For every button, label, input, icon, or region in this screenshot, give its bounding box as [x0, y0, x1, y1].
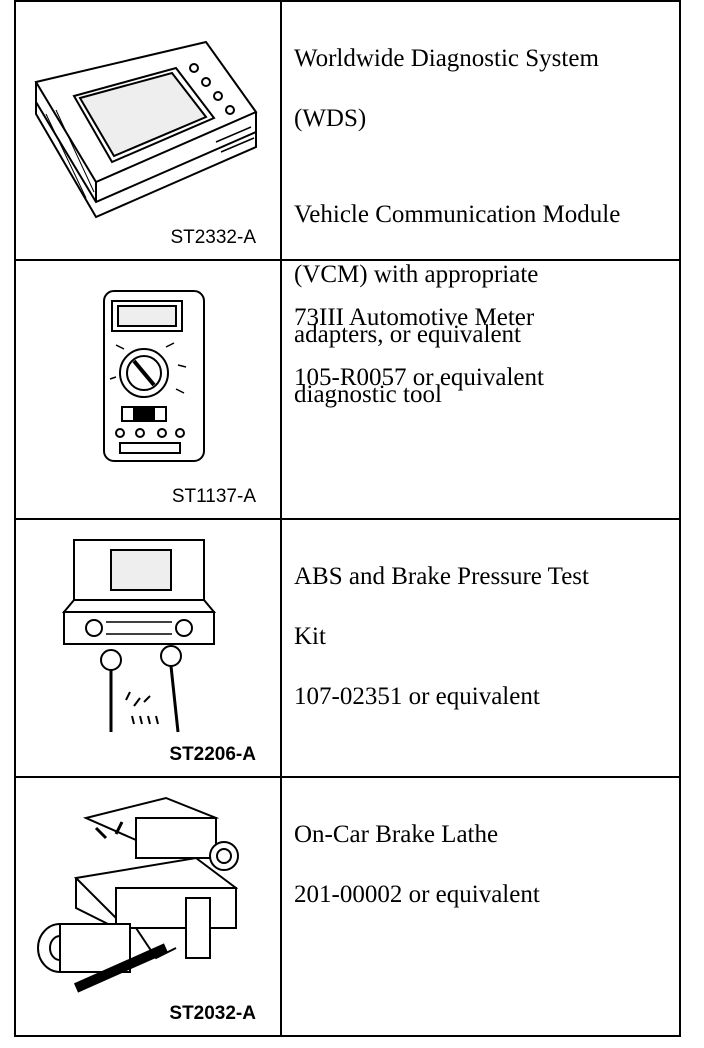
tool-row: ST2206-A ABS and Brake Pressure Test Kit… [16, 519, 679, 779]
description-paragraph: Worldwide Diagnostic System (WDS) [294, 14, 669, 164]
text-line: diagnostic tool [294, 381, 442, 408]
tool-row: ST2032-A On-Car Brake Lathe 201-00002 or… [16, 778, 679, 1035]
tool-description: On-Car Brake Lathe 201-00002 or equivale… [282, 778, 679, 1035]
tool-table: ST2332-A Worldwide Diagnostic System (WD… [14, 0, 681, 1037]
description-paragraph: ABS and Brake Pressure Test Kit 107-0235… [294, 532, 669, 742]
text-line: (WDS) [294, 105, 367, 132]
text-line: adapters, or equivalent [294, 321, 521, 348]
text-line: ABS and Brake Pressure Test [294, 562, 589, 590]
tool-figure-cell: ST2206-A [16, 519, 282, 777]
tool-figure-cell: ST2032-A [16, 778, 282, 1035]
text-line: 201-00002 or equivalent [294, 881, 540, 909]
text-line: 105-R0057 or equivalent [294, 363, 544, 391]
tool-description: ABS and Brake Pressure Test Kit 107-0235… [282, 520, 679, 777]
diagnostic-tablet-icon [34, 40, 258, 219]
text-line: 73III Automotive Meter [294, 303, 535, 331]
brake-lathe-icon [37, 797, 239, 993]
figure-code: ST2206-A [169, 744, 256, 766]
tool-row: ST2332-A Worldwide Diagnostic System (WD… [16, 2, 679, 408]
figure-code: ST2332-A [170, 226, 256, 248]
figure-code: ST1137-A [171, 485, 256, 507]
description-paragraph: 73III Automotive Meter 105-R0057 or equi… [294, 273, 669, 423]
text-line: Worldwide Diagnostic System [294, 45, 599, 72]
description-paragraph: Vehicle Communication Module (VCM) with … [294, 170, 669, 440]
text-line: (VCM) with appropriate [294, 261, 539, 288]
text-line: On-Car Brake Lathe [294, 821, 499, 849]
figure-code: ST2032-A [169, 1003, 256, 1024]
text-line: Vehicle Communication Module [294, 201, 621, 228]
tool-row: ST1137-A 73III Automotive Meter 105-R005… [16, 260, 679, 520]
tool-figure-cell: ST2332-A [16, 2, 282, 259]
description-paragraph: On-Car Brake Lathe 201-00002 or equivale… [294, 790, 669, 940]
tool-description: 73III Automotive Meter 105-R0057 or equi… [282, 261, 679, 518]
tool-figure-cell: ST1137-A [16, 260, 282, 518]
text-line: 107-02351 or equivalent [294, 682, 540, 710]
text-line: Kit [294, 622, 326, 650]
tool-description: Worldwide Diagnostic System (WDS) Vehicl… [282, 2, 679, 408]
pressure-test-kit-icon [61, 538, 217, 732]
multimeter-icon [103, 289, 205, 462]
